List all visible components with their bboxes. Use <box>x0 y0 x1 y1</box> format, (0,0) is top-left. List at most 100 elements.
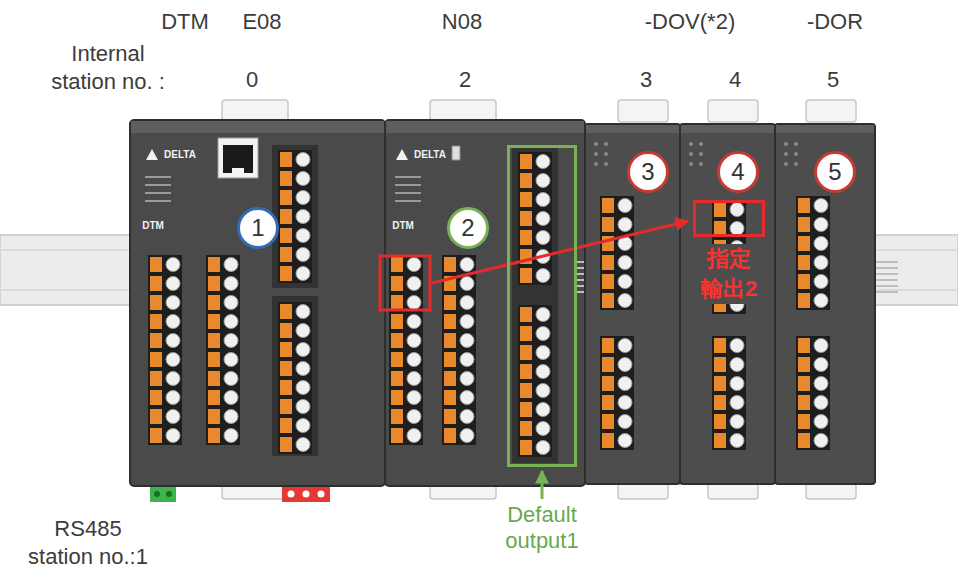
assigned-output-box: 指定 輸出2 <box>693 200 765 237</box>
module-type-label: E08 <box>242 8 281 36</box>
station-number: 3 <box>640 66 652 94</box>
grill-line <box>876 261 898 263</box>
brand-label: DELTA <box>414 149 446 161</box>
terminal-frame <box>272 296 318 456</box>
module-type-label: -DOV(*2) <box>645 8 735 36</box>
terminal-strip <box>712 431 746 450</box>
led <box>794 142 798 146</box>
terminal-strip <box>518 266 552 285</box>
module-top-bevel <box>386 121 584 133</box>
dov-module <box>680 124 775 484</box>
source-terminal-box <box>380 256 430 310</box>
terminal-strip <box>278 397 312 416</box>
rail-clip <box>806 100 856 122</box>
usb-port <box>452 146 460 160</box>
terminal-strip <box>389 350 423 445</box>
terminal-strip <box>600 336 634 431</box>
default-output-label: Default output1 <box>496 502 588 554</box>
led <box>604 142 608 146</box>
rail-clip <box>618 483 668 499</box>
brand-label: DELTA <box>164 149 196 161</box>
connector-pin <box>166 491 172 497</box>
module-top-bevel <box>681 125 774 133</box>
rail-clip <box>806 483 856 499</box>
terminal-strip <box>278 416 312 435</box>
rail-clip <box>708 483 758 499</box>
terminal-strip <box>148 255 182 350</box>
grill-line <box>577 267 584 269</box>
module-type-label: N08 <box>442 8 482 36</box>
grill-line <box>876 267 898 269</box>
terminal-strip <box>518 400 552 419</box>
led <box>604 152 608 156</box>
brand-logo <box>396 149 408 160</box>
callout-number: 5 <box>828 157 841 187</box>
default-output-arrow <box>541 471 544 499</box>
terminal-strip <box>206 350 240 445</box>
status-line <box>145 176 171 178</box>
led <box>794 152 798 156</box>
station-number: 4 <box>729 66 741 94</box>
led <box>699 162 703 166</box>
terminal-strip <box>278 435 312 454</box>
led <box>594 152 598 156</box>
led <box>594 142 598 146</box>
callout-number: 3 <box>641 157 654 187</box>
model-label: DTM <box>392 220 414 232</box>
terminal-strip <box>442 255 476 350</box>
status-line <box>395 176 421 178</box>
terminal-strip <box>278 150 312 245</box>
module-type-label: -DOR <box>807 8 863 36</box>
led <box>784 152 788 156</box>
terminal-frame <box>512 148 558 463</box>
led <box>689 142 693 146</box>
terminal-strip <box>206 255 240 350</box>
led <box>794 162 798 166</box>
rail-clip <box>430 100 496 122</box>
callout-number: 1 <box>251 213 264 243</box>
rs485-station-label: RS485 station no.:1 <box>24 515 152 571</box>
status-line <box>395 200 421 202</box>
station-heading: Internal station no. : <box>43 40 173 96</box>
led <box>699 142 703 146</box>
brand-logo <box>146 149 158 160</box>
status-leds <box>594 142 798 166</box>
rail-clip <box>222 100 288 122</box>
terminal-strip <box>518 419 552 438</box>
grill-line <box>876 279 898 281</box>
terminal-strip <box>518 438 552 457</box>
led <box>699 152 703 156</box>
terminal-strip <box>712 336 746 431</box>
terminal-strip <box>518 152 552 247</box>
grill-line <box>876 273 898 275</box>
module-top-bevel <box>131 121 384 133</box>
grill-line <box>577 261 584 263</box>
led <box>784 162 788 166</box>
status-line <box>395 192 421 194</box>
module-top-bevel <box>776 125 874 133</box>
station-number: 0 <box>246 66 258 94</box>
terminal-strip <box>148 350 182 445</box>
led <box>689 162 693 166</box>
terminal-strip <box>278 302 312 397</box>
default-output-box: Default output1 <box>507 145 577 467</box>
terminal-strip <box>796 336 830 431</box>
callout-circle: 1 <box>237 207 279 249</box>
callout-number: 2 <box>461 213 474 243</box>
terminal-strip <box>600 196 634 291</box>
terminal-strip <box>389 255 423 350</box>
n08-module <box>385 120 585 486</box>
assigned-output-label: 指定 輸出2 <box>697 244 761 304</box>
station-number: 5 <box>827 66 839 94</box>
dor-module <box>775 124 875 484</box>
led <box>594 162 598 166</box>
callout-circle: 2 <box>447 207 489 249</box>
callout-circle: 5 <box>814 151 856 193</box>
connector-pin <box>318 491 325 498</box>
callout-number: 4 <box>731 157 744 187</box>
terminal-strip <box>796 431 830 450</box>
terminal-strip <box>600 431 634 450</box>
grill-line <box>876 291 898 293</box>
rail-clips <box>222 100 856 499</box>
rs485-connector <box>150 487 176 502</box>
